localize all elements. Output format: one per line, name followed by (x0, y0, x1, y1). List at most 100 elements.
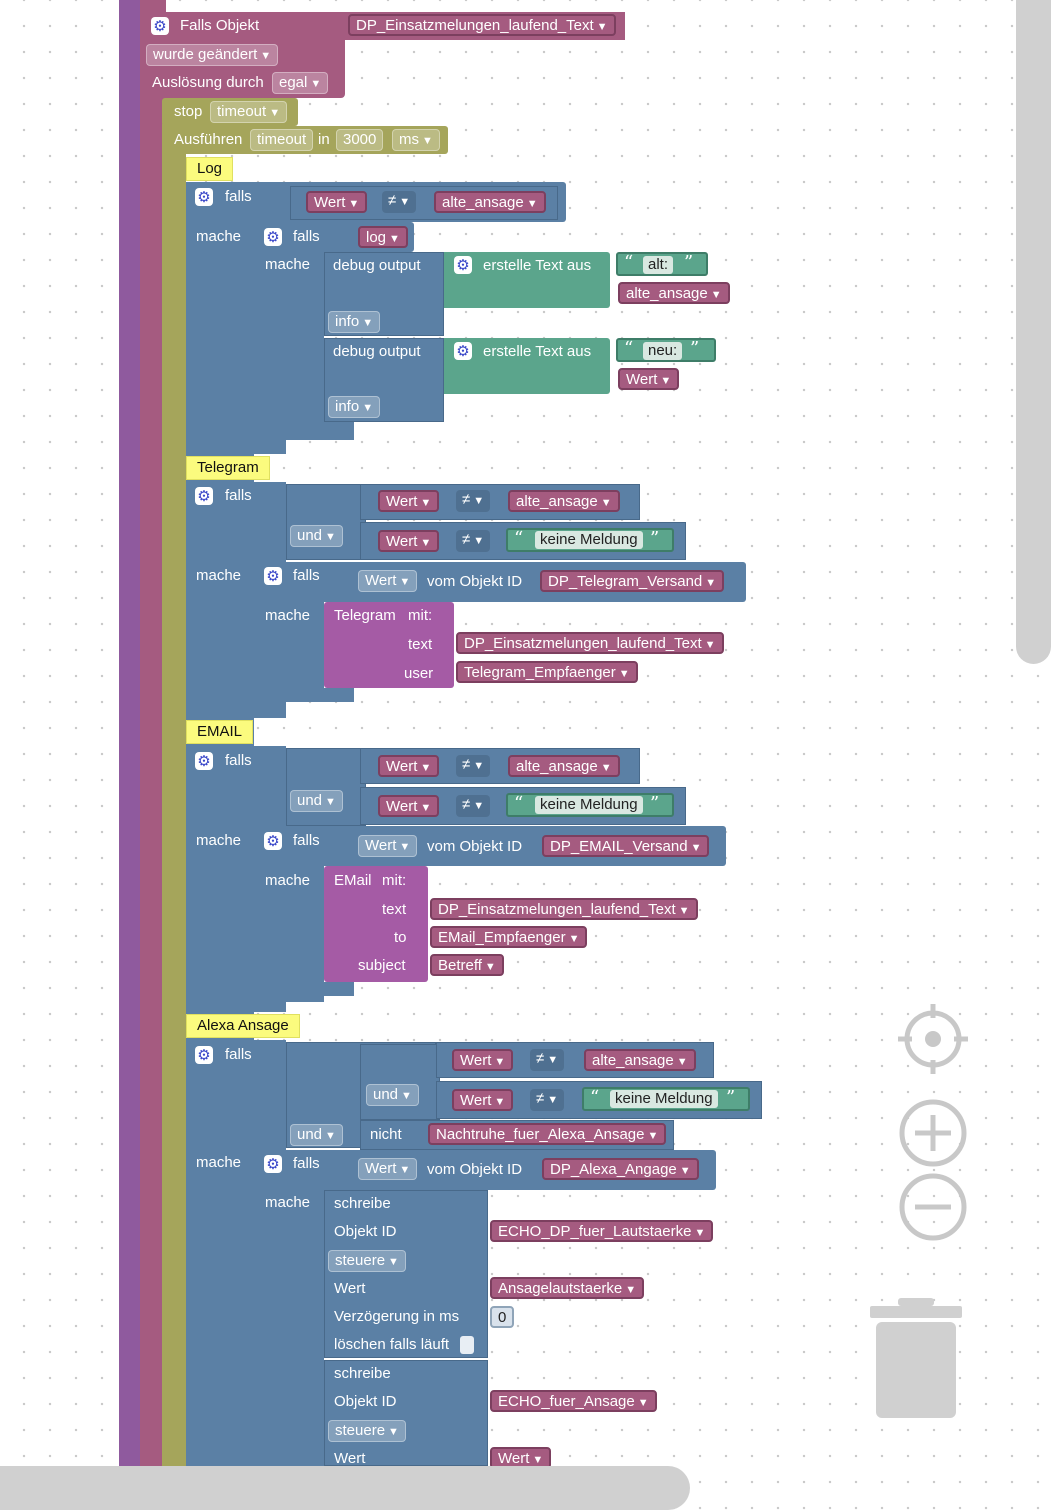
debug-block-1[interactable] (324, 252, 444, 336)
string-keine-meldung-value[interactable]: keine Meldung (610, 1090, 718, 1108)
if-foot-telegram-inner (254, 688, 354, 702)
operator-dropdown[interactable]: ≠▼ (456, 755, 491, 777)
horizontal-scrollbar[interactable] (0, 1466, 690, 1510)
var-wert[interactable]: Wert▼ (452, 1049, 514, 1071)
trigger-changed-dropdown[interactable]: wurde geändert▼ (146, 44, 279, 66)
var-telegram-text[interactable]: DP_Einsatzmelungen_laufend_Text▼ (456, 632, 724, 654)
and-block[interactable] (286, 484, 366, 560)
get-value-dropdown[interactable]: Wert▼ (358, 570, 418, 592)
zoom-out-icon[interactable] (898, 1172, 968, 1242)
var-alte-ansage[interactable]: alte_ansage▼ (434, 191, 546, 213)
comment-alexa[interactable]: Alexa Ansage (186, 1014, 300, 1038)
trigger-object-dropdown[interactable]: DP_Einsatzmelungen_laufend_Text▼ (348, 14, 616, 36)
and-block-inner[interactable] (360, 1044, 440, 1120)
level-dropdown[interactable]: info▼ (328, 311, 381, 333)
run-timeout-block[interactable] (162, 126, 448, 154)
operator-dropdown[interactable]: ≠▼ (456, 530, 491, 552)
var-email-to[interactable]: EMail_Empfaenger▼ (430, 926, 588, 948)
var-log[interactable]: log▼ (358, 226, 408, 248)
gear-icon[interactable]: ⚙ (454, 256, 472, 274)
chevron-down-icon: ▼ (532, 1454, 544, 1466)
get-value-dropdown[interactable]: Wert▼ (358, 1158, 418, 1180)
if-body-log-inner (254, 222, 324, 440)
var-telegram-user[interactable]: Telegram_Empfaenger▼ (456, 661, 638, 683)
chevron-down-icon: ▼ (399, 841, 411, 853)
string-neu-value[interactable]: neu: (643, 342, 683, 360)
operator-dropdown[interactable]: ≠▼ (530, 1049, 565, 1071)
recenter-icon[interactable] (898, 1004, 968, 1074)
write-block-2[interactable] (324, 1360, 488, 1466)
and-dropdown[interactable]: und▼ (290, 1124, 343, 1146)
email-block[interactable] (324, 866, 428, 982)
and-block[interactable] (286, 748, 366, 826)
gear-icon[interactable]: ⚙ (195, 487, 213, 505)
var-wert[interactable]: Wert▼ (378, 530, 440, 552)
and-dropdown[interactable]: und▼ (290, 525, 343, 547)
stop-timeout-dropdown[interactable]: timeout▼ (210, 101, 288, 123)
var-email-subject[interactable]: Betreff▼ (430, 954, 504, 976)
get-value-dropdown[interactable]: Wert▼ (358, 835, 418, 857)
text-label: text (382, 901, 407, 918)
and-dropdown[interactable]: und▼ (366, 1084, 419, 1106)
zoom-in-icon[interactable] (898, 1098, 968, 1168)
steuere-dropdown[interactable]: steuere▼ (328, 1250, 406, 1272)
var-echo-ansage[interactable]: ECHO_fuer_Ansage▼ (490, 1390, 657, 1412)
comment-email[interactable]: EMAIL (186, 720, 254, 744)
write-block-1[interactable] (324, 1190, 488, 1358)
mit-label: mit: (382, 872, 407, 889)
gear-icon[interactable]: ⚙ (264, 1155, 282, 1173)
var-wert[interactable]: Wert▼ (618, 368, 680, 390)
chevron-down-icon: ▼ (399, 1164, 411, 1176)
var-alte-ansage[interactable]: alte_ansage▼ (508, 755, 620, 777)
operator-dropdown[interactable]: ≠▼ (456, 490, 491, 512)
gear-icon[interactable]: ⚙ (195, 1046, 213, 1064)
trigger-by-dropdown[interactable]: egal▼ (272, 72, 329, 94)
var-ansagelautstaerke[interactable]: Ansagelautstaerke▼ (490, 1277, 645, 1299)
var-dp-email[interactable]: DP_EMAIL_Versand▼ (542, 835, 710, 857)
var-dp-alexa[interactable]: DP_Alexa_Angage▼ (542, 1158, 699, 1180)
comment-log[interactable]: Log (186, 157, 234, 181)
var-email-text[interactable]: DP_Einsatzmelungen_laufend_Text▼ (430, 898, 698, 920)
operator-dropdown[interactable]: ≠▼ (456, 795, 491, 817)
unit-dropdown[interactable]: ms▼ (392, 129, 440, 151)
debug-block-2[interactable] (324, 338, 444, 422)
var-nachtruhe[interactable]: Nachtruhe_fuer_Alexa_Ansage▼ (428, 1123, 667, 1145)
vertical-scrollbar[interactable] (1016, 0, 1051, 664)
trash-icon[interactable] (868, 1298, 964, 1422)
string-alt-value[interactable]: alt: (643, 256, 674, 274)
telegram-block[interactable] (324, 602, 454, 688)
var-dp-telegram[interactable]: DP_Telegram_Versand▼ (540, 570, 725, 592)
ms-value-input[interactable]: 3000 (336, 129, 384, 151)
var-wert[interactable]: Wert▼ (378, 795, 440, 817)
var-alte-ansage[interactable]: alte_ansage▼ (508, 490, 620, 512)
run-timeout-dropdown[interactable]: timeout (250, 129, 314, 151)
string-keine-meldung-value[interactable]: keine Meldung (535, 796, 643, 814)
clear-checkbox[interactable] (460, 1336, 474, 1354)
var-wert[interactable]: Wert▼ (452, 1089, 514, 1111)
stop-timeout-block[interactable] (162, 98, 298, 126)
gear-icon[interactable]: ⚙ (195, 752, 213, 770)
var-alte-ansage[interactable]: alte_ansage▼ (618, 282, 730, 304)
chevron-down-icon: ▼ (362, 317, 374, 329)
operator-dropdown[interactable]: ≠▼ (530, 1089, 565, 1111)
var-wert[interactable]: Wert▼ (378, 490, 440, 512)
var-echo-lautstaerke[interactable]: ECHO_DP_fuer_Lautstaerke▼ (490, 1220, 714, 1242)
gear-icon[interactable]: ⚙ (195, 188, 213, 206)
chevron-down-icon: ▼ (694, 1227, 706, 1239)
gear-icon[interactable]: ⚙ (264, 228, 282, 246)
gear-icon[interactable]: ⚙ (264, 832, 282, 850)
var-wert[interactable]: Wert▼ (306, 191, 368, 213)
gear-icon[interactable]: ⚙ (264, 567, 282, 585)
comment-telegram[interactable]: Telegram (186, 456, 270, 480)
delay-input[interactable]: 0 (490, 1306, 515, 1328)
string-keine-meldung-value[interactable]: keine Meldung (535, 531, 643, 549)
gear-icon[interactable]: ⚙ (454, 342, 472, 360)
var-wert[interactable]: Wert▼ (378, 755, 440, 777)
operator-dropdown[interactable]: ≠▼ (382, 191, 417, 213)
steuere-dropdown[interactable]: steuere▼ (328, 1420, 406, 1442)
and-dropdown[interactable]: und▼ (290, 790, 343, 812)
level-dropdown[interactable]: info▼ (328, 396, 381, 418)
gear-icon[interactable]: ⚙ (151, 17, 169, 35)
clear-label: löschen falls läuft (334, 1336, 450, 1353)
var-alte-ansage[interactable]: alte_ansage▼ (584, 1049, 696, 1071)
